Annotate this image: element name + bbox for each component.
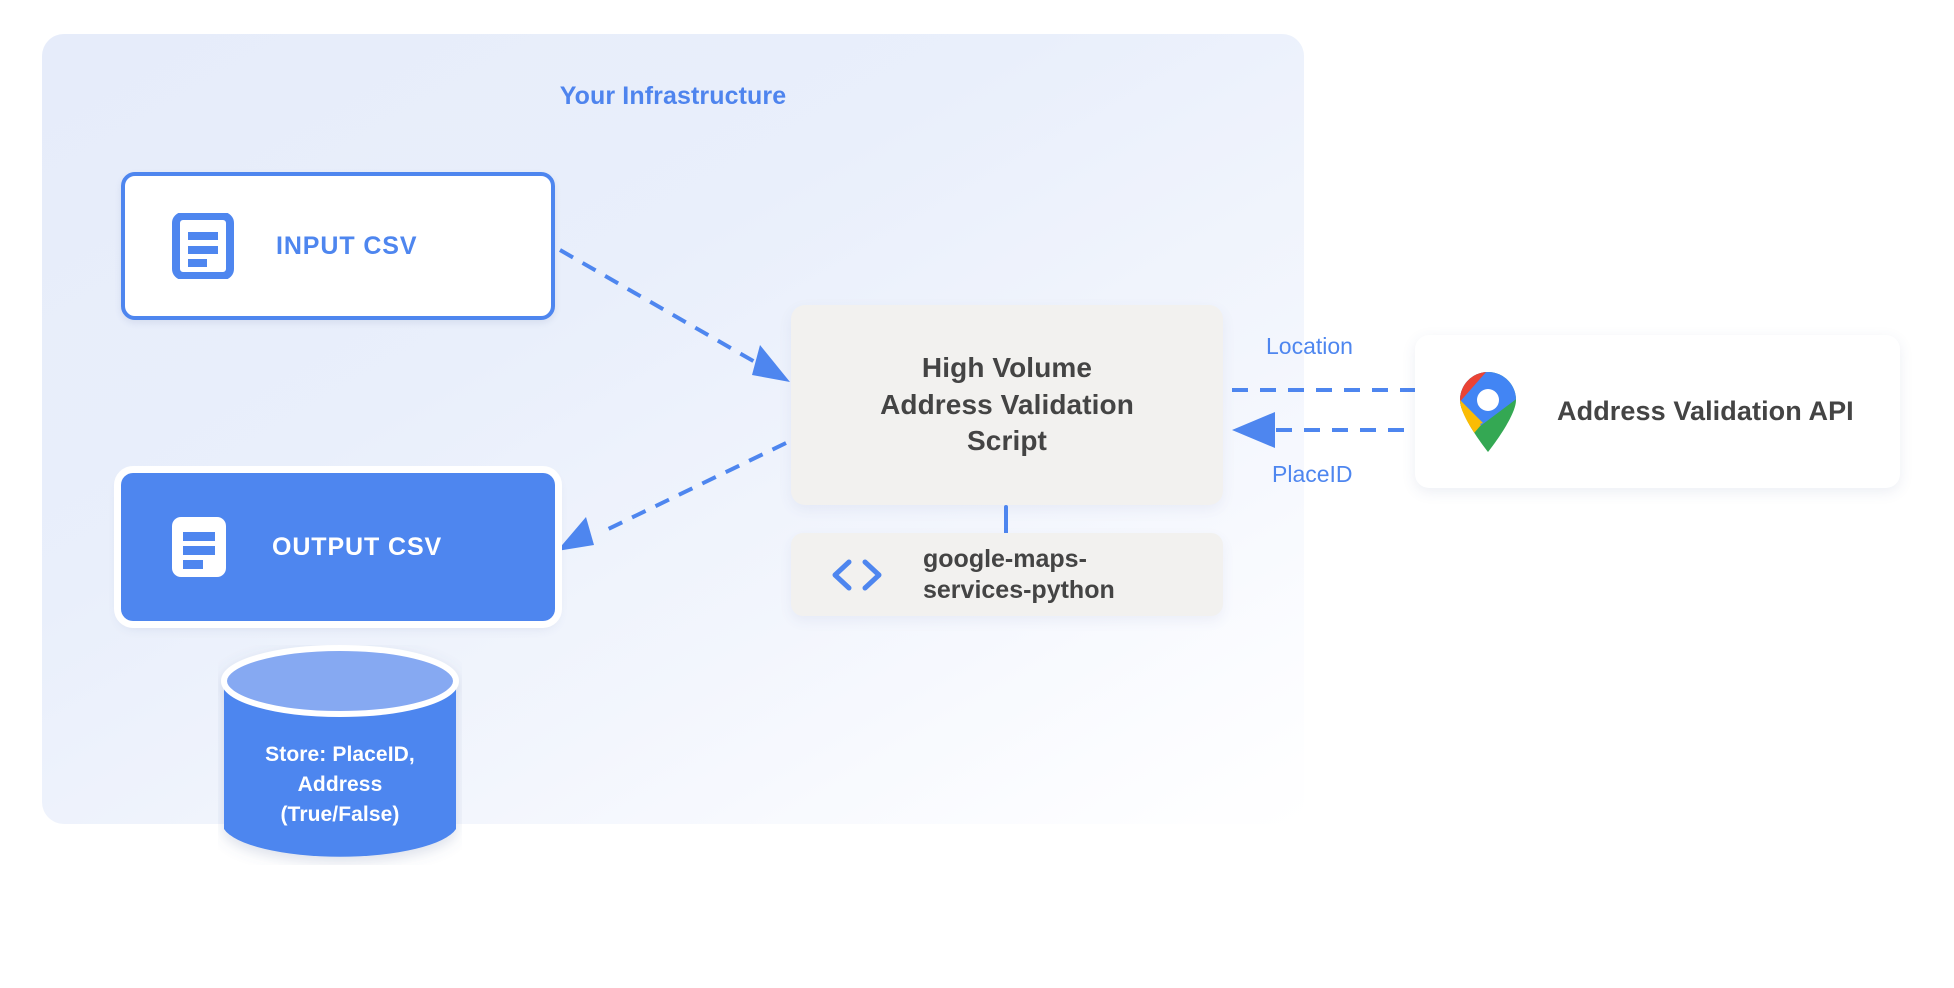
database-cylinder-icon bbox=[221, 645, 459, 857]
library-label-line-1: google-maps- bbox=[923, 544, 1087, 573]
script-label-line-3: Script bbox=[967, 425, 1047, 457]
library-label: google-maps- services-python bbox=[923, 544, 1115, 606]
infrastructure-title: Your Infrastructure bbox=[559, 82, 787, 110]
document-icon bbox=[166, 514, 232, 580]
script-node[interactable]: High Volume Address Validation Script bbox=[791, 305, 1223, 505]
document-icon bbox=[170, 212, 236, 280]
database-label-line-3: (True/False) bbox=[280, 802, 400, 826]
input-csv-node[interactable]: INPUT CSV bbox=[121, 172, 555, 320]
output-csv-label: OUTPUT CSV bbox=[272, 532, 443, 561]
api-label: Address Validation API bbox=[1557, 396, 1854, 426]
database-label: Store: PlaceID, Address (True/False) bbox=[218, 740, 462, 829]
address-validation-api-node[interactable]: Address Validation API bbox=[1415, 335, 1900, 488]
google-maps-pin-icon bbox=[1457, 371, 1519, 453]
script-label-line-1: High Volume bbox=[921, 351, 1093, 383]
input-csv-label: INPUT CSV bbox=[276, 231, 418, 260]
library-label-line-2: services-python bbox=[923, 575, 1115, 604]
script-library-connector bbox=[1004, 505, 1008, 535]
script-label-line-2: Address Validation bbox=[880, 388, 1134, 420]
database-node[interactable]: Store: PlaceID, Address (True/False) bbox=[218, 645, 462, 865]
output-csv-node[interactable]: OUTPUT CSV bbox=[121, 473, 555, 621]
database-label-line-2: Address bbox=[297, 772, 383, 796]
library-node[interactable]: google-maps- services-python bbox=[791, 533, 1223, 616]
code-brackets-icon bbox=[829, 555, 885, 595]
edge-label-location: Location bbox=[1266, 333, 1353, 359]
database-label-line-1: Store: PlaceID, bbox=[265, 743, 415, 766]
edge-label-placeid: PlaceID bbox=[1272, 461, 1353, 487]
